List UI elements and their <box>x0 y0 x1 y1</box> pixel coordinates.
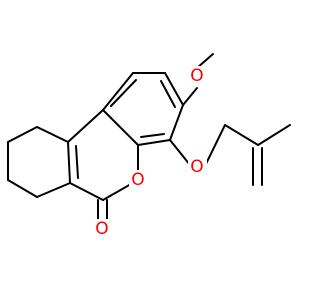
bond-c3-c4 <box>164 72 184 106</box>
bond-c5-c6 <box>137 139 171 146</box>
atom-label-o-ring: O <box>131 170 144 190</box>
bond-ccarbonyl-c4a <box>69 182 104 201</box>
bond-c6-c1 <box>102 109 139 146</box>
bond-ometh-ch3 <box>196 53 214 69</box>
atom-label-o-ether: O <box>190 157 203 177</box>
atom-o-ring: O <box>129 170 148 190</box>
methoxy-group <box>182 53 214 106</box>
atom-label-o-methoxy: O <box>190 66 203 86</box>
bond-calkene-methyl <box>257 124 291 146</box>
bond-c3-c4-double <box>160 80 176 108</box>
bond-c4-c5 <box>169 104 184 141</box>
bond-c4a-c10b-double <box>75 145 79 179</box>
bond-ch2-calkene <box>224 124 259 146</box>
bond-c5-oether <box>169 139 191 166</box>
bond-c10b-c1 <box>67 109 104 143</box>
bond-c4-ometh <box>182 87 198 106</box>
molecule-canvas: O O O O <box>7 53 291 239</box>
bond-c10b-c10 <box>36 126 69 143</box>
cyclohexene-ring <box>7 126 71 198</box>
bond-c8-c7 <box>7 179 38 198</box>
bond-c1-c2 <box>102 72 134 111</box>
bond-c10-c9 <box>7 126 38 143</box>
atom-o-carbonyl: O <box>93 219 112 239</box>
lactone-ring <box>67 109 139 201</box>
bond-c5-c6-double <box>140 133 165 138</box>
aromatic-ring <box>102 72 184 146</box>
bond-c1-c2-double <box>110 79 137 107</box>
bond-c7-c4a <box>36 182 71 198</box>
atom-o-ether: O <box>188 157 207 177</box>
chemical-structure-drawing: O O O O <box>7 53 291 239</box>
atom-label-o-carbonyl: O <box>95 219 108 239</box>
atom-o-methoxy: O <box>188 66 207 86</box>
bond-c4a-c10b <box>67 141 71 184</box>
